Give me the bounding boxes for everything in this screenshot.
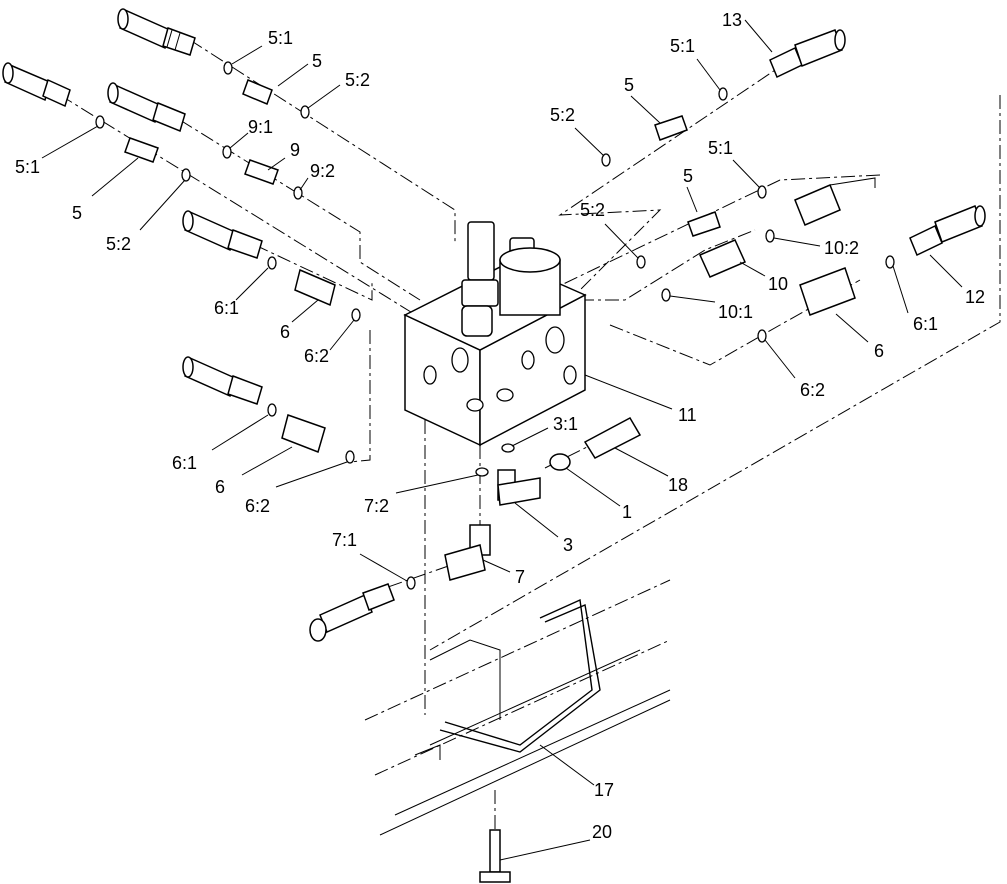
valve-cartridge: [461, 221, 499, 337]
hose-mid-left: [182, 210, 263, 259]
hose-right-13: [769, 29, 846, 79]
hose-upper-left-2: [2, 62, 71, 108]
callout-18: 18: [668, 475, 688, 495]
hose-bottom-left: [309, 583, 395, 642]
callout-5: 5: [312, 51, 322, 71]
callout-1: 1: [622, 502, 632, 522]
callout-10-1: 10:1: [718, 302, 753, 322]
callout-7: 7: [515, 567, 525, 587]
elbow-7: [444, 524, 491, 581]
callout-5: 5: [72, 203, 82, 223]
hose-upper-left-1: [117, 8, 196, 56]
callout-6-2: 6:2: [800, 380, 825, 400]
callout-6: 6: [215, 477, 225, 497]
callout-5-2: 5:2: [550, 105, 575, 125]
callout-3-1: 3:1: [553, 414, 578, 434]
callout-9-2: 9:2: [310, 161, 335, 181]
o-rings: [95, 61, 895, 590]
callout-10-2: 10:2: [824, 238, 859, 258]
frame: [379, 639, 671, 836]
callout-5-1: 5:1: [670, 36, 695, 56]
callout-5: 5: [683, 166, 693, 186]
hose-right-12: [909, 205, 986, 257]
elbow-3: [497, 469, 541, 506]
callout-9-1: 9:1: [248, 117, 273, 137]
hose-lower-left: [182, 356, 263, 405]
callout-6: 6: [280, 322, 290, 342]
callout-5-2: 5:2: [580, 200, 605, 220]
callout-6: 6: [874, 341, 884, 361]
callout-7-2: 7:2: [364, 496, 389, 516]
callout-7-1: 7:1: [332, 530, 357, 550]
callout-20: 20: [592, 822, 612, 842]
callout-6-1: 6:1: [172, 453, 197, 473]
nut-10-2: [794, 177, 876, 226]
callout-10: 10: [768, 274, 788, 294]
callout-17: 17: [594, 780, 614, 800]
callout-3: 3: [563, 535, 573, 555]
adapters: [124, 79, 856, 453]
callout-5-1: 5:1: [15, 157, 40, 177]
callout-5-2: 5:2: [106, 234, 131, 254]
center-lines: [59, 39, 1001, 830]
callout-6-2: 6:2: [304, 346, 329, 366]
callout-labels: 5:1 5 5:2 5:1 5 5:2 9:1 9 9:2 6:1 6 6:2 …: [15, 10, 985, 842]
callout-6-1: 6:1: [913, 314, 938, 334]
leader-lines: [41, 19, 963, 861]
hose-upper-left-3: [107, 82, 186, 133]
callout-9: 9: [290, 140, 300, 160]
callout-5-1: 5:1: [708, 138, 733, 158]
callout-6-2: 6:2: [245, 496, 270, 516]
tube-17: [439, 598, 601, 753]
callout-12: 12: [965, 287, 985, 307]
callout-5-2: 5:2: [345, 70, 370, 90]
callout-13: 13: [722, 10, 742, 30]
callout-5: 5: [624, 75, 634, 95]
tube-18: [583, 416, 642, 459]
callout-5-1: 5:1: [268, 28, 293, 48]
callout-6-1: 6:1: [214, 298, 239, 318]
solenoid-coil: [499, 237, 561, 316]
bolt-20: [479, 829, 511, 883]
callout-11: 11: [678, 405, 697, 425]
clamp-1: [549, 453, 571, 471]
